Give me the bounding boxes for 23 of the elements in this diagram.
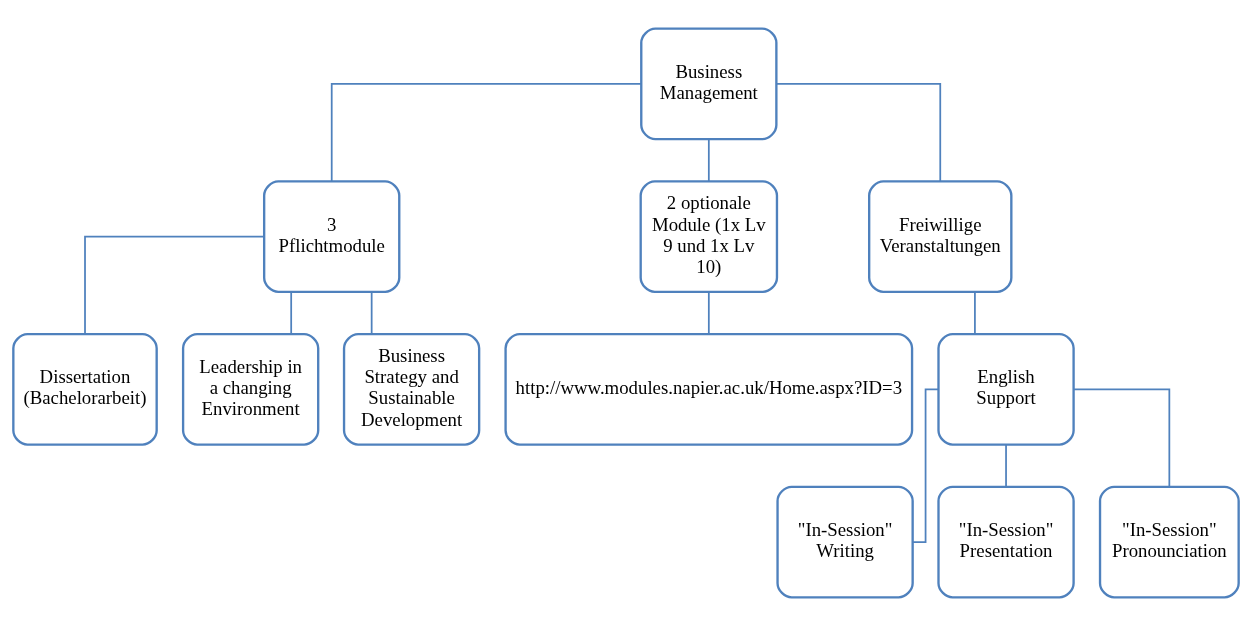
node-box: Dissertation (Bachelorarbeit) <box>12 332 158 446</box>
connector <box>84 235 265 335</box>
connector <box>974 291 976 335</box>
node-box: Freiwillige Veranstaltungen <box>868 180 1013 294</box>
connector <box>1005 444 1007 488</box>
node-box: http://www.modules.napier.ac.uk/Home.aspx?ID=3 <box>504 332 914 446</box>
node-box: Business Management <box>640 27 778 141</box>
connector <box>370 291 373 335</box>
connector <box>707 291 710 335</box>
connector <box>1073 388 1171 488</box>
node-box: "In-Session" Presentation <box>937 485 1075 599</box>
node-box: "In-Session" Pronounciation <box>1098 485 1240 599</box>
node-box: 3 Pflichtmodule <box>263 180 401 294</box>
node-box: English Support <box>937 332 1075 446</box>
node-box: Leadership in a changing Environment <box>181 332 320 446</box>
node-box: Business Strategy and Sustainable Development <box>342 332 481 446</box>
node-box: 2 optionale Module (1x Lv 9 und 1x Lv 10) <box>639 180 779 294</box>
connector <box>775 83 942 182</box>
connector <box>707 138 710 183</box>
connector <box>912 388 939 543</box>
connector <box>330 83 642 182</box>
connector <box>290 291 293 335</box>
node-box: "In-Session" Writing <box>776 485 914 599</box>
